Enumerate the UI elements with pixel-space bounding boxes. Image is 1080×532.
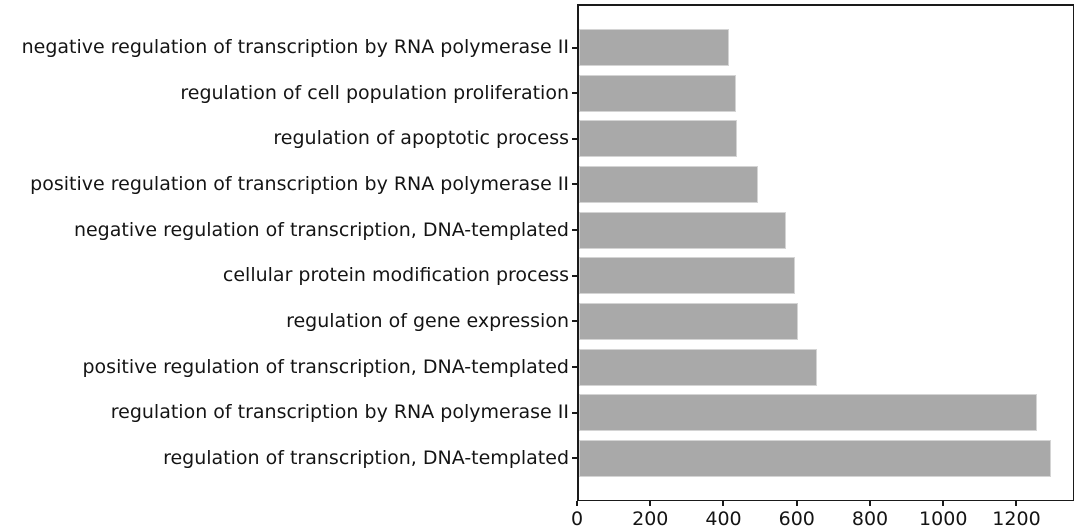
x-tick-label: 800: [851, 508, 889, 530]
y-label-row: regulation of transcription, DNA-templat…: [0, 440, 577, 477]
x-tick-label: 400: [705, 508, 742, 530]
plot-area: 0 200 400 600 800 1000 1200: [571, 4, 1075, 529]
x-axis-spine: [577, 499, 1074, 501]
y-label-row: regulation of cell population proliferat…: [0, 75, 577, 112]
bar-row: [578, 165, 1075, 203]
category-label: regulation of cell population proliferat…: [180, 81, 569, 104]
y-axis-labels: negative regulation of transcription by …: [0, 29, 577, 477]
bar: [578, 439, 1051, 477]
category-label: regulation of apoptotic process: [273, 127, 569, 150]
bar-row: [578, 211, 1075, 249]
y-label-row: negative regulation of transcription by …: [0, 29, 577, 66]
category-label: regulation of gene expression: [286, 309, 569, 332]
y-label-row: regulation of apoptotic process: [0, 120, 577, 157]
y-label-row: positive regulation of transcription by …: [0, 166, 577, 203]
category-label: regulation of transcription, DNA-templat…: [163, 446, 569, 469]
y-axis-spine: [577, 4, 579, 501]
bar: [578, 165, 759, 203]
y-tick-mark: [572, 46, 577, 49]
bar: [578, 302, 798, 340]
bar-row: [578, 302, 1075, 340]
category-label: negative regulation of transcription by …: [21, 36, 569, 58]
x-tick-label: 200: [632, 508, 669, 530]
top-spine: [577, 4, 1074, 6]
y-label-row: positive regulation of transcription, DN…: [0, 349, 577, 386]
category-label: negative regulation of transcription, DN…: [73, 218, 569, 241]
bars: [578, 29, 1075, 477]
category-label: positive regulation of transcription, DN…: [82, 355, 570, 378]
x-tick-mark: [722, 501, 725, 506]
bar: [578, 211, 786, 249]
y-label-row: regulation of transcription by RNA polym…: [0, 394, 577, 431]
x-tick-mark: [868, 501, 871, 506]
bar-row: [578, 439, 1075, 477]
y-tick-mark: [572, 229, 577, 232]
y-tick-mark: [572, 137, 577, 140]
bar: [578, 348, 818, 386]
x-tick-mark: [1015, 501, 1018, 506]
category-label: cellular protein modification process: [222, 264, 569, 287]
y-tick-mark: [572, 320, 577, 323]
category-label: positive regulation of transcription by …: [30, 172, 569, 195]
bar-row: [578, 348, 1075, 386]
x-tick-label: 0: [570, 508, 584, 530]
x-tick-mark: [649, 501, 652, 506]
y-tick-mark: [572, 366, 577, 369]
y-tick-mark: [572, 183, 577, 186]
bar-row: [578, 394, 1075, 432]
y-tick-mark: [572, 92, 577, 95]
y-label-row: negative regulation of transcription, DN…: [0, 212, 577, 249]
x-tick-mark: [576, 501, 578, 506]
category-label: regulation of transcription by RNA polym…: [110, 401, 569, 424]
bar-row: [578, 120, 1075, 158]
bar-row: [578, 257, 1075, 295]
bar: [578, 394, 1037, 432]
bar: [578, 74, 736, 112]
bar-row: [578, 74, 1075, 112]
bar: [578, 257, 796, 295]
x-tick-mark: [795, 501, 798, 506]
y-tick-mark: [572, 411, 577, 414]
y-label-row: regulation of gene expression: [0, 303, 577, 340]
y-label-row: cellular protein modification process: [0, 257, 577, 294]
y-tick-mark: [572, 457, 577, 460]
x-tick-label: 600: [778, 508, 815, 530]
x-tick-label: 1000: [919, 508, 968, 530]
x-tick-label: 1200: [992, 508, 1041, 530]
right-spine: [1072, 4, 1074, 501]
bar-row: [578, 29, 1075, 66]
bar: [578, 120, 738, 158]
y-tick-mark: [572, 274, 577, 277]
bar: [578, 29, 730, 66]
x-tick-mark: [942, 501, 945, 506]
